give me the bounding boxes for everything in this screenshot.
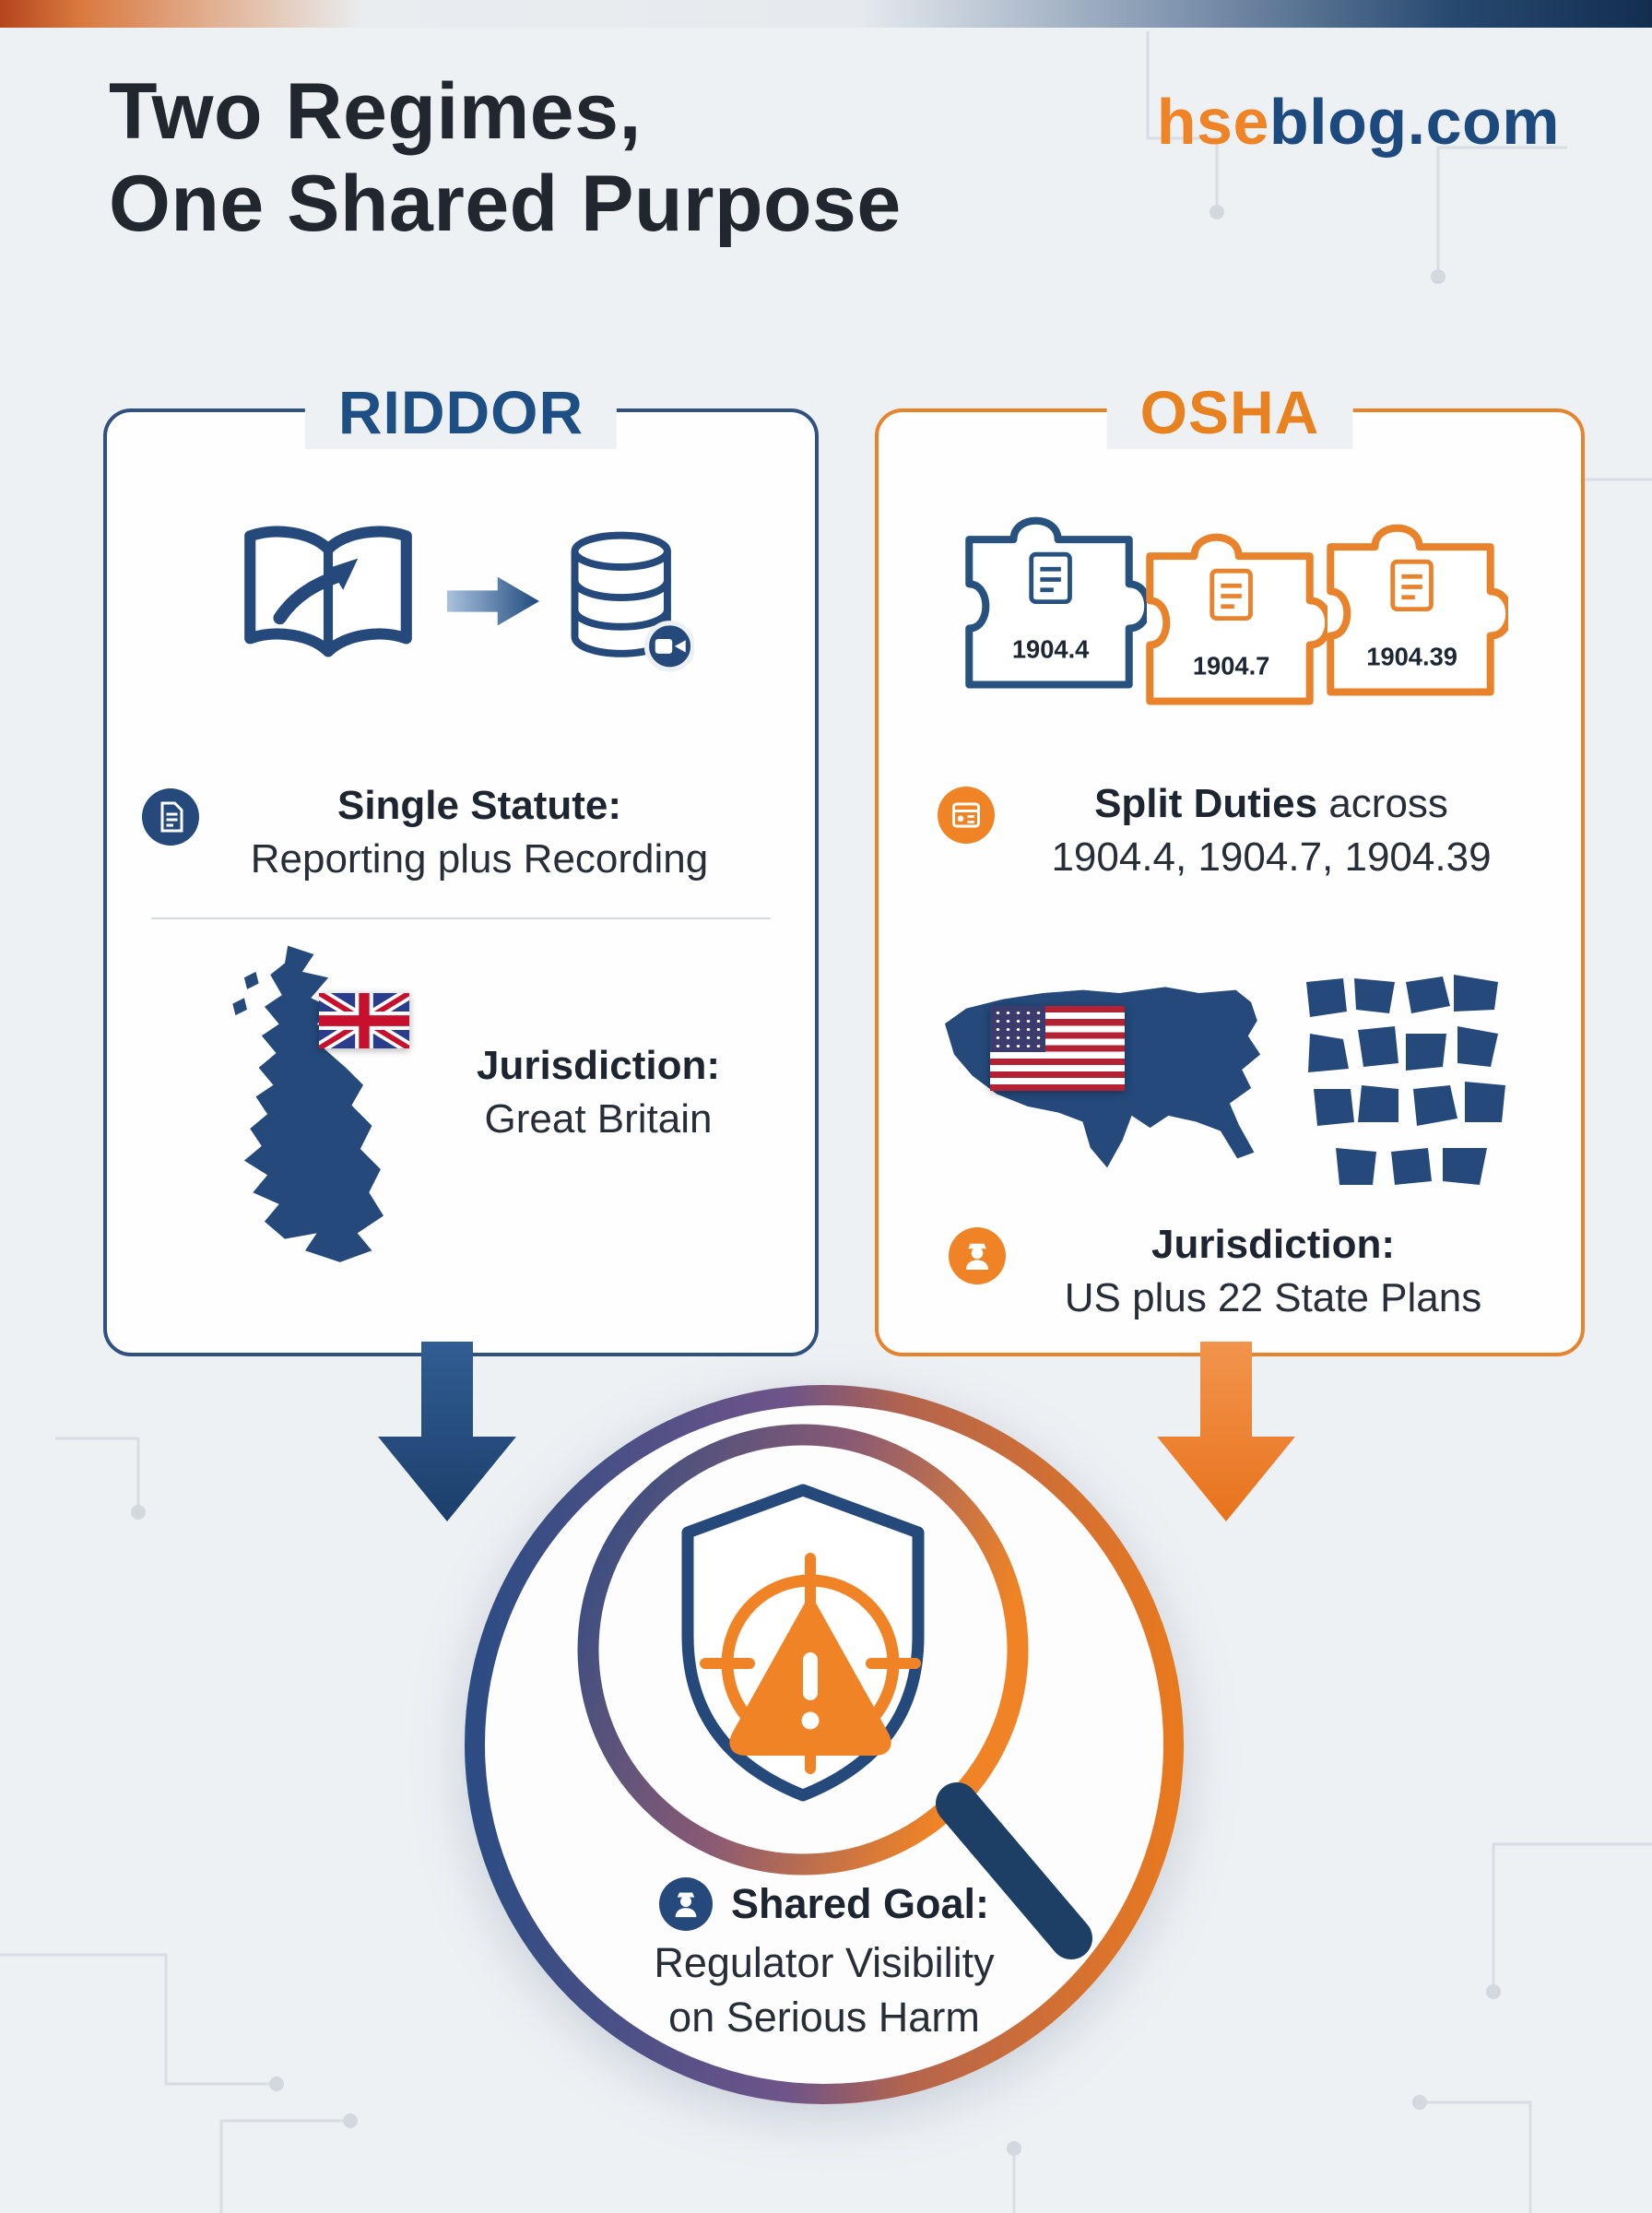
- puzzle-piece-1904-4-icon: 1904.4: [965, 516, 1147, 689]
- osha-jurisdiction-value: US plus 22 State Plans: [1064, 1275, 1482, 1320]
- puzzle-label-2: 1904.7: [1193, 652, 1270, 680]
- magnifier-handle: [936, 1782, 1092, 1959]
- brand-rest: blog.com: [1268, 86, 1560, 158]
- riddor-jurisdiction-text: Jurisdiction: Great Britain: [400, 1043, 796, 1142]
- union-jack: [315, 988, 413, 1054]
- brand-logo: hseblog.com: [1157, 85, 1560, 159]
- riddor-jurisdiction-label: Jurisdiction:: [476, 1043, 721, 1088]
- statute-label: Single Statute:: [336, 783, 622, 828]
- officer-icon: [966, 1243, 988, 1270]
- statute-detail: Reporting plus Recording: [250, 836, 709, 882]
- duties-line-2: 1904.4, 1904.7, 1904.39: [1051, 834, 1492, 880]
- riddor-jurisdiction-value: Great Britain: [484, 1096, 713, 1142]
- inspector-chip-icon: [949, 1227, 1006, 1284]
- shared-goal-line-1: Regulator Visibility: [654, 1939, 995, 1986]
- regulation-chip-icon: [938, 787, 995, 844]
- puzzle-label-3: 1904.39: [1366, 643, 1457, 671]
- shared-goal-emblem: [465, 1385, 1184, 2104]
- riddor-down-arrow: [378, 1342, 516, 1521]
- shared-goal-text: Shared Goal: Regulator Visibility on Ser…: [538, 1877, 1110, 2044]
- duties-line-1: Split Duties across: [980, 781, 1563, 827]
- riddor-card: RIDDOR: [103, 375, 819, 1356]
- divider: [151, 917, 771, 919]
- puzzle-label-1: 1904.4: [1012, 635, 1090, 664]
- state-plans-shapes: [1306, 975, 1505, 1185]
- osha-heading: OSHA: [1106, 375, 1353, 449]
- great-britain-map: [232, 945, 384, 1262]
- osha-jurisdiction-text: Jurisdiction: US plus 22 State Plans: [989, 1222, 1557, 1321]
- database-camera-icon: [571, 531, 694, 672]
- riddor-statute-text: Single Statute: Reporting plus Recording: [162, 783, 796, 882]
- document-chip-icon: [142, 788, 199, 846]
- magnifier-lens-icon: [577, 1424, 1029, 1876]
- duties-label: Split Duties: [1094, 781, 1318, 826]
- logbook-icon: [244, 526, 412, 657]
- riddor-heading: RIDDOR: [304, 375, 618, 449]
- shared-goal-line-2: on Serious Harm: [668, 1993, 980, 2041]
- title-line-2: One Shared Purpose: [109, 159, 902, 248]
- brand-hse: hse: [1156, 86, 1269, 158]
- puzzle-piece-1904-7-icon: 1904.7: [1146, 533, 1328, 705]
- us-flag-icon: [990, 1006, 1125, 1091]
- osha-jurisdiction-label: Jurisdiction:: [1150, 1222, 1396, 1267]
- puzzle-piece-1904-39-icon: 1904.39: [1327, 524, 1508, 696]
- osha-card: OSHA 1904.4 1904.7: [875, 375, 1585, 1356]
- osha-duties-text: Split Duties across 1904.4, 1904.7, 1904…: [980, 781, 1563, 881]
- shared-goal-row: Shared Goal:: [538, 1877, 1110, 1931]
- report-document-icon: [160, 801, 183, 833]
- title-line-1: Two Regimes,: [109, 67, 642, 156]
- uk-flag-icon: [315, 988, 413, 1054]
- regulator-badge-icon: [658, 1877, 713, 1931]
- regulation-window-icon: [952, 802, 980, 828]
- osha-down-arrow: [1157, 1342, 1295, 1521]
- shared-goal-label: Shared Goal:: [730, 1880, 990, 1927]
- riddor-icon-row: [107, 521, 815, 681]
- osha-puzzle-row: 1904.4 1904.7 1904.39: [879, 501, 1581, 716]
- arrow-right-icon: [447, 576, 539, 626]
- officer-icon: [675, 1892, 697, 1918]
- page-title: Two Regimes, One Shared Purpose: [109, 66, 902, 251]
- top-gradient-bar: [0, 0, 1652, 28]
- duties-connector: across: [1328, 781, 1448, 826]
